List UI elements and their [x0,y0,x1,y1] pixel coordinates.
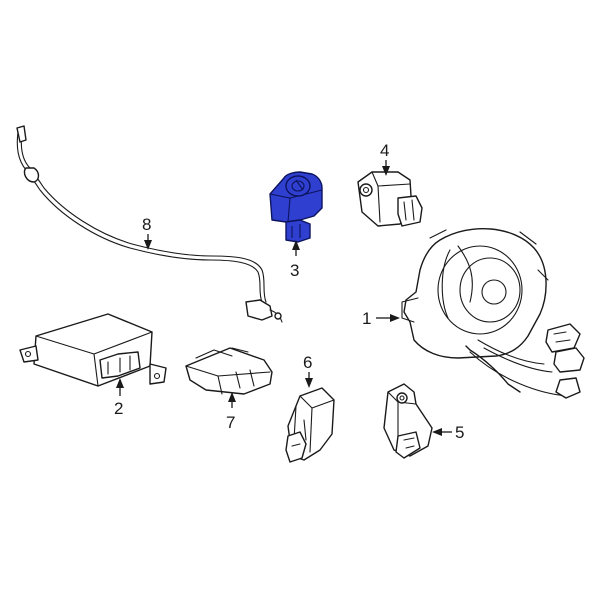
callout-2-label: 2 [114,399,123,418]
callout-8-label: 8 [142,215,151,234]
callout-4-arrowhead [382,166,390,176]
callout-1[interactable]: 1 [362,309,400,328]
callout-7-arrowhead [228,392,236,402]
callout-2-arrowhead [116,378,124,388]
part-2-control-module[interactable] [19,313,167,387]
callout-6-arrowhead [305,378,313,388]
callout-5-arrowhead [432,428,442,436]
callout-3-label: 3 [290,261,299,280]
callout-2[interactable]: 2 [114,378,124,418]
part-5-side-sensor[interactable] [383,383,433,459]
callout-1-arrowhead [390,314,400,322]
callout-8[interactable]: 8 [142,215,152,250]
callout-7-label: 7 [226,413,235,432]
callout-8-arrowhead [144,240,152,250]
part-7-module[interactable] [185,347,273,395]
callout-7[interactable]: 7 [226,392,236,432]
callout-4-label: 4 [380,141,389,160]
callout-5[interactable]: 5 [432,423,464,442]
part-6-sensor-unit[interactable] [285,387,335,463]
callout-6[interactable]: 6 [303,353,313,388]
callout-6-label: 6 [303,353,312,372]
callout-1-label: 1 [362,309,371,328]
part-8-wire-harness[interactable] [16,125,283,323]
callout-3-arrowhead [292,240,300,250]
part-3-sensor-highlighted[interactable] [269,171,323,243]
callout-3[interactable]: 3 [290,240,300,280]
callout-4[interactable]: 4 [380,141,390,176]
callout-5-label: 5 [455,423,464,442]
part-1-clock-spring[interactable] [401,228,585,399]
part-4-crash-sensor[interactable] [357,171,423,227]
